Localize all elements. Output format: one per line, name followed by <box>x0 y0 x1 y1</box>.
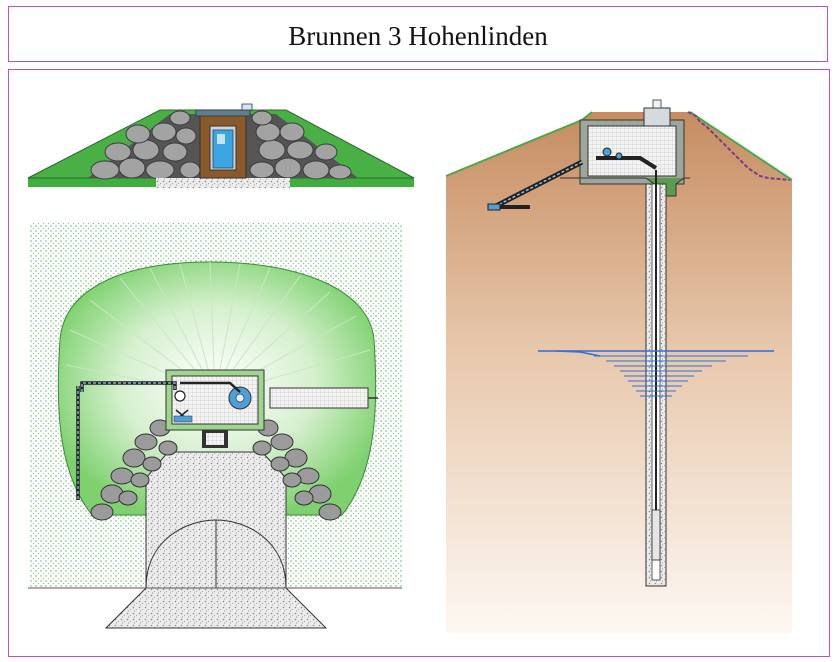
valve-icon <box>174 390 186 402</box>
soil-section <box>446 112 792 633</box>
sump-icon <box>173 415 193 423</box>
plan-view <box>28 222 402 629</box>
pump-line <box>180 381 241 393</box>
page-title: Brunnen 3 Hohenlinden <box>288 21 548 51</box>
chamber-interior <box>587 125 677 177</box>
front-elevation <box>27 103 415 188</box>
stones-plan <box>90 419 342 521</box>
gravel-apron <box>156 178 290 188</box>
entry-grate <box>206 433 224 445</box>
stones-elevation <box>90 110 352 180</box>
vent-icon <box>241 103 253 111</box>
title-frame: Brunnen 3 Hohenlinden <box>8 6 828 62</box>
portal-roof <box>195 109 251 117</box>
water-symbol <box>555 350 601 357</box>
vent-cap-icon <box>652 99 662 109</box>
riser-connection <box>596 156 658 170</box>
meter-section-icon <box>615 152 623 160</box>
roof-hatch-icon <box>643 107 671 127</box>
submersible-pump-icon <box>651 509 661 561</box>
door-window <box>217 134 225 144</box>
path-apron <box>104 587 328 629</box>
overflow-channel <box>269 387 369 409</box>
stair-steps <box>687 111 791 181</box>
water-table <box>538 350 774 397</box>
outlet-coupling-icon <box>487 203 501 211</box>
grass-surface-right <box>689 111 793 181</box>
section-view <box>445 99 793 633</box>
valve-section-icon <box>602 147 612 157</box>
